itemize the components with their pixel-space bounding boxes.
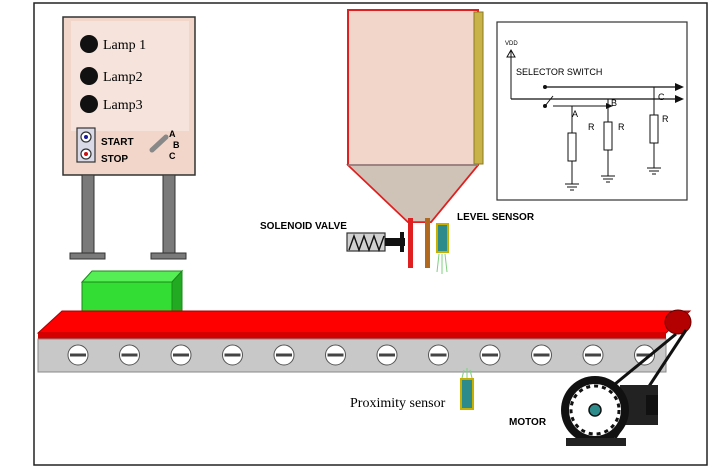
motor-base — [566, 438, 626, 446]
selector-knob[interactable] — [149, 134, 169, 153]
circuit-inset-frame — [496, 21, 688, 201]
panel-foot-right — [150, 252, 187, 260]
switch-contact-top — [543, 85, 547, 89]
branch-a-label: A — [572, 109, 578, 119]
stop-button-dot — [84, 152, 88, 156]
product-box-top — [80, 270, 184, 283]
solenoid-valve-label: SOLENOID VALVE — [260, 221, 347, 232]
resistor-c-icon — [649, 114, 659, 144]
level-sensor: LEVEL SENSOR — [436, 212, 535, 274]
belt-end-roller — [664, 309, 692, 335]
belt-top-surface — [36, 310, 692, 334]
lamp-3-label: Lamp3 — [103, 98, 143, 113]
switch-lever-icon — [544, 95, 554, 107]
panel-foot-left — [69, 252, 106, 260]
lamp-1-label: Lamp 1 — [103, 38, 146, 53]
solenoid-spring-icon — [348, 233, 385, 253]
vdd-arrow-icon — [506, 48, 516, 58]
belt-rollers — [67, 344, 655, 366]
motor-vents-icon — [569, 384, 621, 436]
resistor-b-label: R — [618, 122, 625, 132]
proximity-sensor-label: Proximity sensor — [350, 396, 446, 411]
resistor-b-icon — [603, 121, 613, 151]
ground-c-icon — [647, 167, 661, 175]
level-sensor-body — [436, 223, 449, 253]
proximity-sensor-beam-icon — [461, 368, 473, 379]
solenoid-plunger — [385, 238, 405, 246]
solenoid-plunger-head — [400, 232, 404, 252]
ground-a-icon — [565, 183, 579, 191]
selector-pos-c: C — [169, 151, 176, 161]
motor-fan-cover — [646, 395, 658, 415]
ground-b-icon — [601, 175, 615, 183]
selector-pos-a: A — [169, 129, 176, 139]
resistor-a-label: R — [588, 122, 595, 132]
hopper-side-strip — [473, 11, 484, 165]
belt-roller-bed — [37, 338, 667, 373]
belt-edge — [38, 333, 666, 339]
control-panel: Lamp 1 Lamp2 Lamp3 START STOP A B C — [62, 16, 196, 260]
branch-b-label: B — [611, 98, 617, 108]
motor-shaft — [588, 403, 602, 417]
solenoid-valve: SOLENOID VALVE — [260, 221, 405, 253]
circuit-inset: VDD SELECTOR SWITCH A R B R C — [496, 21, 688, 201]
lamp-1-icon — [80, 35, 98, 53]
branch-c-label: C — [658, 92, 665, 102]
resistor-c-label: R — [662, 114, 669, 124]
panel-leg-right — [162, 174, 176, 258]
hopper-outlet-brown — [425, 218, 430, 268]
lamp-2-icon — [80, 67, 98, 85]
lamp-2-label: Lamp2 — [103, 70, 143, 85]
proximity-sensor: Proximity sensor — [350, 368, 474, 411]
lamp-3-icon — [80, 95, 98, 113]
top-bus-arrow-icon — [675, 83, 684, 91]
motor: MOTOR — [509, 329, 688, 446]
hopper — [346, 9, 484, 268]
circuit-vdd-label: VDD — [505, 41, 518, 47]
motor-label: MOTOR — [509, 417, 547, 428]
bus-arrow-icon — [675, 95, 684, 103]
panel-leg-left — [81, 174, 95, 258]
circuit-selector-label: SELECTOR SWITCH — [516, 67, 602, 77]
hopper-outlet-red — [408, 218, 413, 268]
selector-pos-b: B — [173, 140, 180, 150]
level-sensor-beam-icon — [436, 253, 448, 274]
stop-label: STOP — [101, 154, 128, 165]
start-button-dot — [84, 135, 88, 139]
start-label: START — [101, 137, 134, 148]
resistor-a-icon — [567, 132, 577, 162]
conveyor-belt — [36, 309, 692, 373]
level-sensor-label: LEVEL SENSOR — [457, 212, 535, 223]
proximity-sensor-body — [460, 378, 474, 410]
